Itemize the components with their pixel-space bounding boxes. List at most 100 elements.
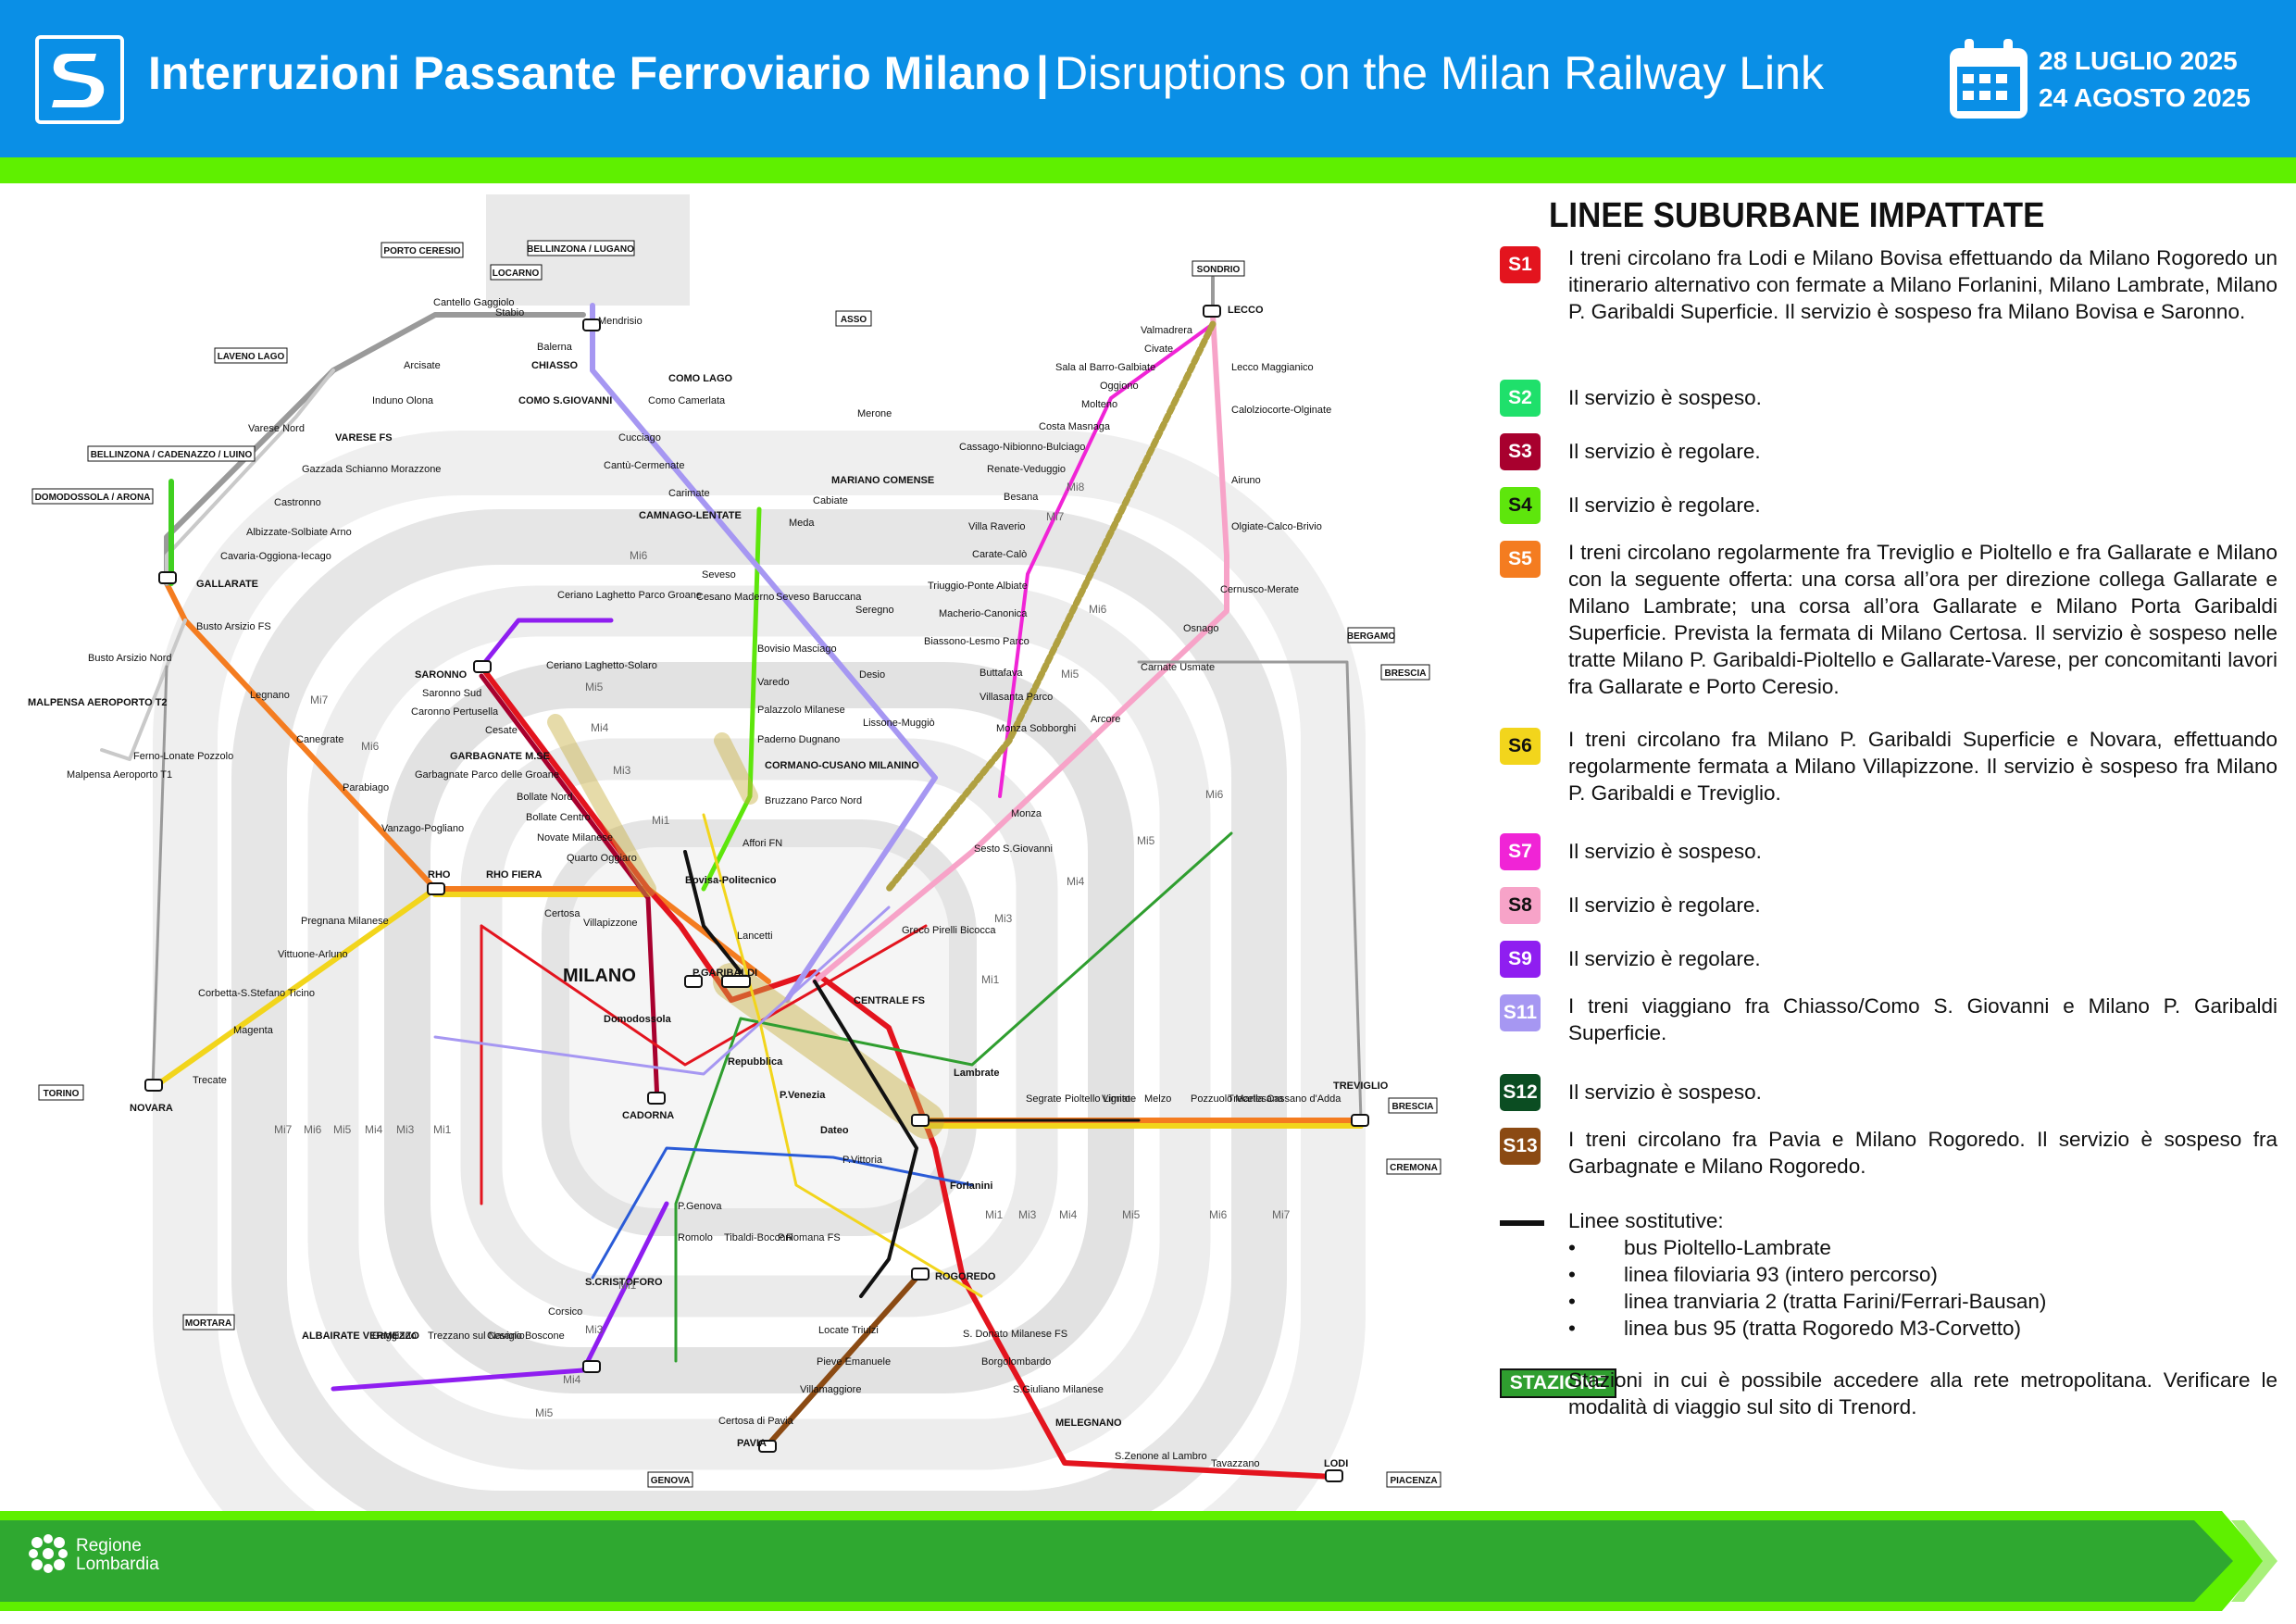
station-name: Molteno: [1081, 399, 1117, 410]
station-name: NOVARA: [130, 1103, 173, 1114]
zone-label: Mi3: [585, 1323, 604, 1336]
station-name: Induno Olona: [372, 395, 434, 406]
station-name: Domodossola: [604, 1014, 672, 1025]
network-diagram: PORTO CERESIO BELLINZONA / LUGANO LOCARN…: [28, 194, 1441, 1518]
zone-label: Mi4: [365, 1123, 383, 1136]
station-name: Cucciago: [618, 432, 661, 443]
dir-asso: ASSO: [841, 315, 867, 325]
station-name: Cavaria-Oggiona-Iecago: [220, 551, 331, 562]
line-status-s11: I treni viaggiano fra Chiasso/Como S. Gi…: [1568, 994, 2277, 1044]
station-name: MARIANO COMENSE: [831, 475, 934, 486]
station-name: CADORNA: [622, 1110, 674, 1121]
station-name: Trecella: [1228, 1093, 1265, 1105]
station-name: Oggiono: [1100, 381, 1139, 392]
station-name: P.GARIBALDI: [693, 968, 757, 979]
station-name: Castronno: [274, 497, 321, 508]
region-logo-text: Regione Lombardia: [76, 1537, 159, 1574]
dir-mortara: MORTARA: [185, 1318, 231, 1329]
station-name: Bollate Nord: [517, 792, 573, 803]
zone-label: Mi5: [1137, 834, 1155, 847]
date-start: 28 LUGLIO 2025: [2039, 46, 2238, 75]
dir-piacenza: PIACENZA: [1390, 1476, 1437, 1486]
line-status-s12: Il servizio è sospeso.: [1568, 1081, 1762, 1104]
dir-domodossola-arona: DOMODOSSOLA / ARONA: [35, 493, 151, 503]
zone-label: Mi6: [1209, 1208, 1228, 1221]
station-name: Certosa: [544, 908, 580, 919]
footer-bar: [0, 1507, 2296, 1624]
station-name: Quarto Oggiaro: [567, 853, 637, 864]
station-name: S.Zenone al Lambro: [1115, 1451, 1207, 1462]
list-item: linea bus 95 (tratta Rogoredo M3-Corvett…: [1568, 1315, 2272, 1342]
substitute-line-swatch: [1500, 1220, 1544, 1226]
station-name: Stabio: [495, 307, 524, 319]
station-name: Pozzuolo Martesana: [1191, 1093, 1284, 1105]
title-italian: Interruzioni Passante Ferroviario Milano: [148, 47, 1031, 99]
station-name: Seveso: [702, 569, 736, 581]
station-name: Gazzada Schianno Morazzone: [302, 464, 441, 475]
zone-label: Mi4: [591, 721, 609, 734]
station-name: P.Romana FS: [778, 1232, 841, 1243]
station-name: Olgiate-Calco-Brivio: [1231, 521, 1322, 532]
station-name: Certosa di Pavia: [718, 1416, 794, 1427]
station-name: Macherio-Canonica: [939, 608, 1028, 619]
region-line1: Regione: [76, 1536, 142, 1555]
station-name: Albizzate-Solbiate Arno: [246, 527, 352, 538]
dir-laveno-lago: LAVENO LAGO: [218, 352, 285, 362]
station-name: Ceriano Laghetto-Solaro: [546, 660, 657, 671]
line-status-s6: I treni circolano fra Milano P. Garibald…: [1568, 728, 2277, 805]
zone-label: Mi1: [433, 1123, 452, 1136]
header-accent-stripe: [0, 157, 2296, 183]
station-name: Lancetti: [737, 931, 773, 942]
line-badge-s2: S2: [1500, 380, 1541, 417]
header-bar: [0, 0, 2296, 157]
station-name: Seveso Baruccana: [776, 592, 862, 603]
station-name: Bruzzano Parco Nord: [765, 795, 862, 806]
zone-label: Mi3: [613, 764, 631, 777]
station-name: VARESE FS: [335, 432, 393, 443]
station-name: PAVIA: [737, 1438, 767, 1449]
station-name: Pioltello Limito: [1065, 1093, 1130, 1105]
station-name: Osnago: [1183, 623, 1219, 634]
dir-bellinzona-cadenazzo-luino: BELLINZONA / CADENAZZO / LUINO: [91, 450, 253, 460]
title-english: Disruptions on the Milan Railway Link: [1054, 47, 1824, 99]
zone-label: Mi5: [1122, 1208, 1141, 1221]
title-separator: |: [1036, 47, 1050, 99]
fare-zones: [153, 194, 1366, 1518]
station-name: Sala al Barro-Galbiate: [1055, 362, 1155, 373]
station-name: MALPENSA AEROPORTO T2: [28, 697, 168, 708]
station-name: Balerna: [537, 342, 573, 353]
station-name: Villamaggiore: [800, 1384, 861, 1395]
station-name: Borgolombardo: [981, 1356, 1051, 1368]
station-name: Gaggiano: [372, 1330, 417, 1342]
dir-bellinzona-lugano: BELLINZONA / LUGANO: [527, 244, 634, 255]
station-name: SARONNO: [415, 669, 468, 681]
station-legend-text: Stazioni in cui è possibile accedere all…: [1568, 1368, 2277, 1418]
station-name: Como Camerlata: [648, 395, 726, 406]
station-name: Carate-Calò: [972, 549, 1027, 560]
station-name: Mendrisio: [598, 316, 643, 327]
station-name: S.CRISTOFORO: [585, 1277, 663, 1288]
station-name: Cernusco-Merate: [1220, 584, 1299, 595]
station-name: Forlanini: [950, 1181, 992, 1192]
station-name: P.Vittoria: [842, 1155, 883, 1166]
dir-brescia: BRESCIA: [1384, 668, 1426, 679]
station-badge: STAZIONE: [1500, 1368, 1616, 1398]
station-name: Malpensa Aeroporto T1: [67, 769, 172, 781]
station-name: Legnano: [250, 690, 290, 701]
dir-bergamo: BERGAMO: [1347, 631, 1395, 642]
station-name: Renate-Veduggio: [987, 464, 1066, 475]
line-status-s4: Il servizio è regolare.: [1568, 493, 1761, 517]
station-name: Buttafava: [980, 668, 1023, 679]
dir-brescia-treviglio: BRESCIA: [1391, 1102, 1433, 1112]
station-name: Meda: [789, 518, 815, 529]
dir-torino: TORINO: [44, 1089, 80, 1099]
station-name: Caronno Pertusella: [411, 706, 499, 718]
zone-label: Mi6: [1205, 788, 1224, 801]
station-name: Cassano d'Adda: [1267, 1093, 1341, 1105]
station-name: Trecate: [193, 1075, 227, 1086]
zone-label: Mi7: [1272, 1208, 1291, 1221]
dir-sondrio: SONDRIO: [1197, 265, 1241, 275]
dir-locarno: LOCARNO: [493, 269, 540, 279]
line-status-s1: I treni circolano fra Lodi e Milano Bovi…: [1568, 246, 2277, 323]
zone-label: Mi6: [630, 549, 648, 562]
